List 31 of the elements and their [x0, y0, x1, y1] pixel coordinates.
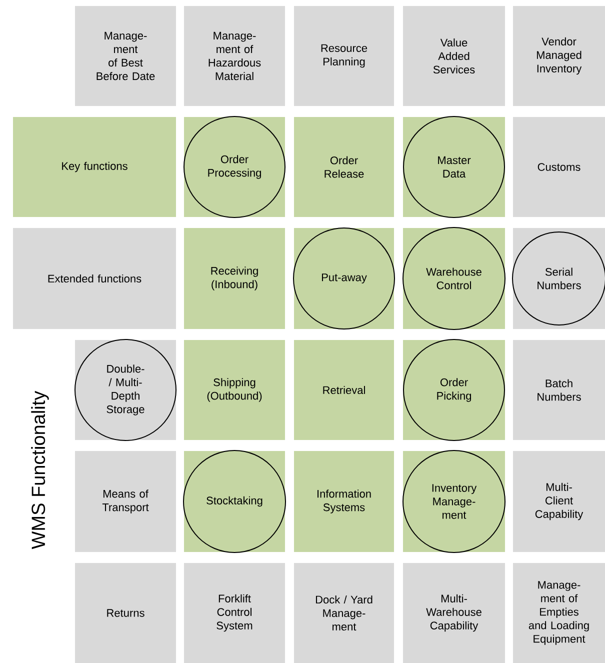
circled-function: Master Data	[403, 116, 505, 218]
circled-function: Warehouse Control	[402, 227, 506, 330]
function-cell: Manage-ment of Hazardous Material	[184, 6, 285, 106]
axis-title: WMS Functionality	[31, 390, 49, 550]
function-cell: Receiving (Inbound)	[184, 228, 285, 329]
function-cell: Key functions	[13, 117, 176, 217]
circled-function: Serial Numbers	[512, 232, 605, 326]
function-cell: Multi-Warehouse Capability	[403, 563, 505, 663]
circled-function: Double- / Multi-Depth Storage	[74, 339, 176, 441]
function-cell: Returns	[75, 563, 176, 663]
circled-function: Stocktaking	[183, 450, 286, 553]
function-cell: Means of Transport	[75, 451, 176, 552]
function-cell: Order Release	[294, 117, 394, 217]
function-cell: Vendor Managed Inventory	[513, 6, 605, 106]
function-cell: Batch Numbers	[513, 340, 605, 440]
function-cell: Multi-Client Capability	[513, 451, 605, 552]
function-cell: Manage-ment of Best Before Date	[75, 6, 176, 106]
function-cell: Information Systems	[294, 451, 394, 552]
circled-function: Order Picking	[403, 339, 505, 441]
circled-function: Inventory Manage-ment	[402, 450, 506, 553]
function-cell: Value Added Services	[403, 6, 505, 106]
circled-function: Order Processing	[184, 116, 286, 218]
function-cell: Manage-ment of Empties and Loading Equipment	[513, 563, 605, 663]
function-cell: Retrieval	[294, 340, 394, 440]
function-cell: Dock / Yard Manage-ment	[294, 563, 394, 663]
function-cell: Resource Planning	[294, 6, 394, 106]
function-cell: Customs	[513, 117, 605, 217]
circled-function: Put-away	[293, 228, 395, 330]
function-cell: Shipping (Outbound)	[184, 340, 285, 440]
function-cell: Forklift Control System	[184, 563, 285, 663]
function-cell: Extended functions	[13, 228, 176, 329]
